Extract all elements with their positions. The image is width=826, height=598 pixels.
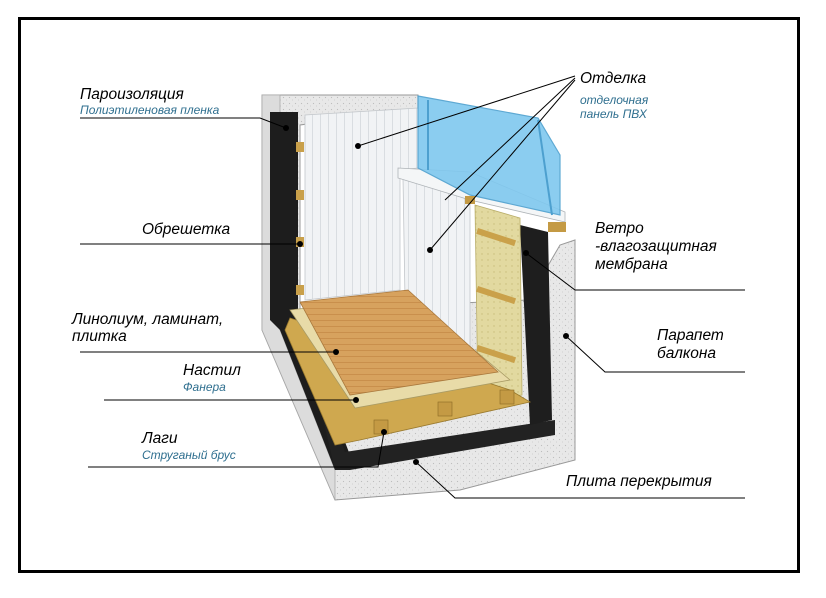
sublabel-vapor-barrier: Полиэтиленовая пленка [80,103,220,117]
dot-joists [381,429,387,435]
batten-block [296,285,304,295]
insulation-left [270,112,350,470]
label-flooring-1: Линолиум, ламинат, [72,311,224,328]
dot-membrane [523,250,529,256]
batten-block [296,142,304,152]
pvc-panel-back [304,107,419,301]
leader-parapet [565,335,745,373]
label-flooring-2: плитка [72,328,127,345]
window-frame-line [537,119,553,216]
label-parapet-1: Парапет [657,327,724,344]
leader-vapor-barrier [80,117,287,129]
batten-block [296,190,304,200]
label-decking: Настил [183,362,241,379]
dot-battens [297,241,303,247]
batten-bar [476,345,517,364]
leader-finish-a [357,75,576,147]
insulation-floor [300,320,555,470]
leader-slab [415,461,745,499]
laminate-floor [299,289,499,396]
dot-slab [413,459,419,465]
label-battens: Обрешетка [142,221,231,238]
batten-bar [476,228,517,247]
label-joists: Лаги [142,430,178,447]
dot-parapet [563,333,569,339]
label-parapet-2: балкона [657,345,716,362]
label-membrane-1: Ветро [595,220,644,237]
batten-bar [476,286,517,305]
sublabel-finish-1: отделочная [580,93,649,107]
dot-flooring [333,349,339,355]
label-membrane-3: мембрана [595,256,668,273]
insulation-right [520,225,552,425]
leader-dots [283,125,569,465]
leader-membrane [525,252,745,291]
label-membrane-2: -влагозащитная [595,238,717,255]
leader-finish-c [444,77,576,201]
dot-finish [355,143,361,149]
leader-lines [80,75,745,499]
leader-finish-b [429,79,576,251]
label-vapor-barrier: Пароизоляция [80,86,184,103]
dot-decking [353,397,359,403]
dot-vapor-barrier [283,125,289,131]
label-finish: Отделка [580,70,647,87]
joist-block [437,401,453,417]
sublabel-joists: Струганый брус [142,448,236,462]
label-slab: Плита перекрытия [566,473,712,490]
dot-finish-side [427,247,433,253]
sublabel-decking: Фанера [183,380,226,394]
sublabel-finish-2: панель ПВХ [580,107,647,121]
sill-block [465,196,475,204]
sill-block [548,222,566,232]
joist-block [499,389,515,405]
leader-joists [88,431,385,468]
